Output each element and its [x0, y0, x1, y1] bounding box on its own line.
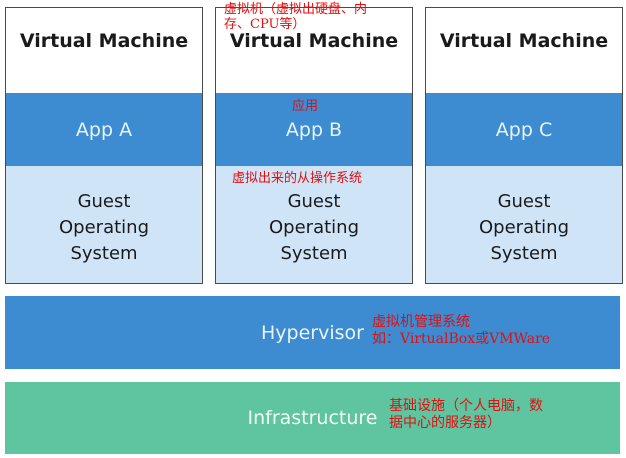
- hypervisor-annotation: 虚拟机管理系统 如：VirtualBox或VMWare: [372, 314, 550, 348]
- guest-os-box: Guest Operating System: [426, 166, 622, 283]
- app-box: App A: [6, 93, 202, 166]
- guest-os-line: Operating: [269, 216, 359, 238]
- hypervisor-annotation-line: 虚拟机管理系统: [372, 314, 470, 330]
- infrastructure-layer: Infrastructure: [5, 382, 620, 454]
- virtual-machine-b: Virtual Machine App B Guest Operating Sy…: [215, 7, 413, 284]
- vm-annotation: 虚拟机（虚拟出硬盘、内 存、CPU等）: [224, 2, 367, 32]
- guest-os-line: Guest: [77, 190, 131, 212]
- hypervisor-annotation-line: 如：VirtualBox或VMWare: [372, 331, 551, 347]
- infrastructure-annotation: 基础设施（个人电脑，数 据中心的服务器）: [389, 398, 543, 432]
- virtual-machine-c: Virtual Machine App C Guest Operating Sy…: [425, 7, 623, 284]
- guest-os-box: Guest Operating System: [6, 166, 202, 283]
- infrastructure-annotation-line: 基础设施（个人电脑，数: [389, 398, 543, 414]
- guest-os-line: System: [490, 242, 558, 264]
- vm-title: Virtual Machine: [439, 30, 609, 52]
- hypervisor-label: Hypervisor: [261, 321, 364, 344]
- guest-os-line: System: [70, 242, 138, 264]
- guest-os-line: Guest: [287, 190, 341, 212]
- app-annotation: 应用: [292, 99, 319, 114]
- virtual-machine-a: Virtual Machine App A Guest Operating Sy…: [5, 7, 203, 284]
- app-box: App B: [216, 93, 412, 166]
- infrastructure-annotation-line: 据中心的服务器）: [389, 415, 501, 431]
- guest-os-annotation: 虚拟出来的从操作系统: [232, 171, 363, 186]
- guest-os-line: Operating: [59, 216, 149, 238]
- guest-os-line: Guest: [497, 190, 551, 212]
- vm-title: Virtual Machine: [229, 30, 399, 52]
- app-box: App C: [426, 93, 622, 166]
- guest-os-line: System: [280, 242, 348, 264]
- guest-os-line: Operating: [479, 216, 569, 238]
- guest-os-box: Guest Operating System: [216, 166, 412, 283]
- hypervisor-layer: Hypervisor: [5, 296, 620, 369]
- infrastructure-label: Infrastructure: [247, 407, 378, 429]
- vm-annotation-line: 虚拟机（虚拟出硬盘、内: [224, 2, 368, 17]
- vm-title: Virtual Machine: [19, 30, 189, 52]
- vm-annotation-line: 存、CPU等）: [224, 17, 306, 32]
